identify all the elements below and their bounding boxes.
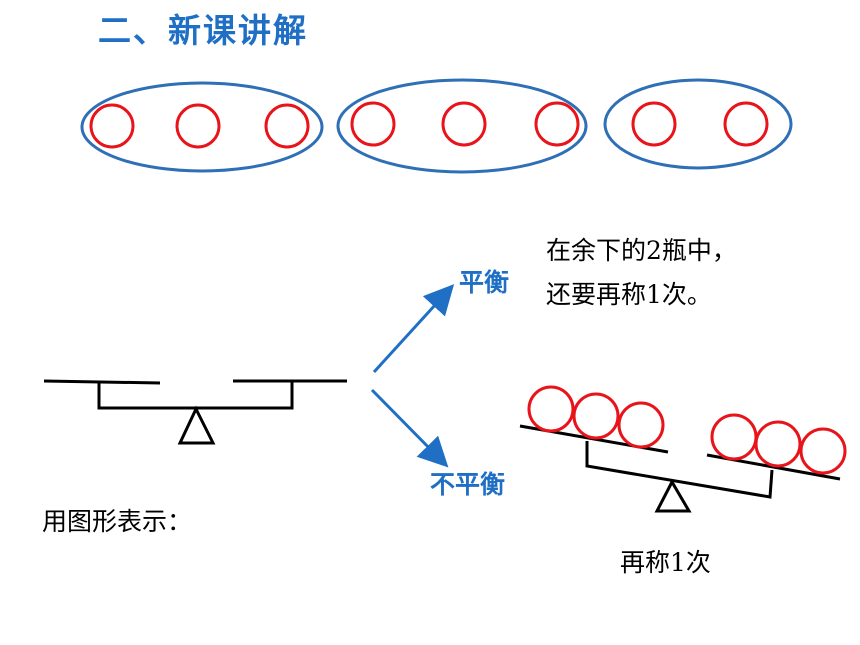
section-title: 二、新课讲解 <box>98 11 308 50</box>
bottle-circle <box>175 103 221 149</box>
bottle-circle <box>527 385 575 433</box>
bottle-circle <box>534 101 580 147</box>
tilted-scale-bottles <box>527 385 847 475</box>
bottle-circle <box>710 413 758 461</box>
bottle-group-3 <box>603 78 793 170</box>
bottle-circle <box>264 103 310 149</box>
balanced-note: 在余下的2瓶中， 还要再称1次。 <box>546 229 737 317</box>
arrow-up-icon <box>372 284 455 374</box>
bottle-circle <box>572 392 620 440</box>
balanced-label: 平衡 <box>459 268 510 297</box>
group-ellipse <box>80 81 324 173</box>
bottle-circle <box>89 103 135 149</box>
group-ellipse <box>603 78 793 170</box>
bottle-group-2 <box>336 78 588 174</box>
group-ellipse <box>336 78 588 174</box>
balanced-note-line2: 还要再称1次。 <box>546 280 712 309</box>
balanced-note-line1: 在余下的2瓶中， <box>546 236 737 265</box>
bottle-circle <box>799 427 847 475</box>
representation-label: 用图形表示： <box>42 507 193 536</box>
bottle-circle <box>617 401 665 449</box>
bottle-circle <box>631 101 677 147</box>
bottle-circle <box>441 101 487 147</box>
bottle-group-1 <box>80 81 324 173</box>
arrow-down-icon <box>370 388 449 468</box>
unbalanced-label: 不平衡 <box>430 470 506 499</box>
bottle-circle <box>723 101 769 147</box>
reweigh-label: 再称1次 <box>620 548 711 577</box>
bottle-circle <box>754 420 802 468</box>
balance-scale-level <box>43 379 347 445</box>
bottle-circle <box>350 101 396 147</box>
